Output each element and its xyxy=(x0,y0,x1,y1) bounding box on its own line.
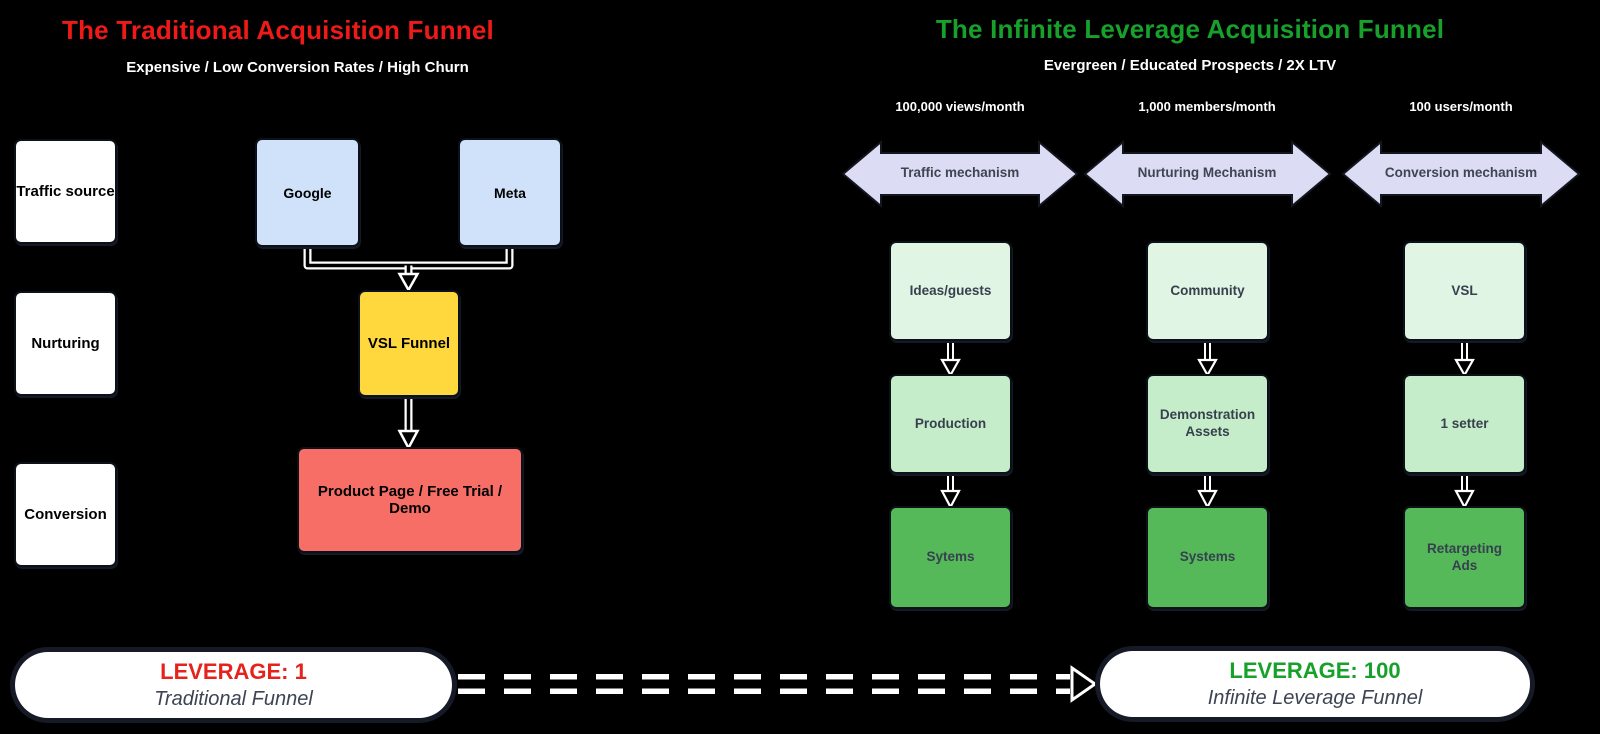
box-label: Sytems xyxy=(926,549,975,565)
stage-box-conversion: Conversion xyxy=(14,462,117,567)
box-vsl: VSL xyxy=(1403,241,1526,341)
traditional-funnel-title: The Traditional Acquisition Funnel xyxy=(62,15,494,45)
dashed-arrow-traditional-to-infinite xyxy=(458,665,1098,703)
traditional-funnel-subtitle: Expensive / Low Conversion Rates / High … xyxy=(126,59,469,76)
box-label: Demonstration Assets xyxy=(1159,407,1256,439)
box-label: Community xyxy=(1170,282,1245,298)
infinite-funnel-subtitle: Evergreen / Educated Prospects / 2X LTV xyxy=(1043,57,1337,74)
leverage-100-subtitle: Infinite Leverage Funnel xyxy=(1207,687,1423,709)
stat-users-per-month: 100 users/month xyxy=(1409,99,1513,114)
box-sytems: Sytems xyxy=(889,506,1012,609)
box-production: Production xyxy=(889,374,1012,474)
mechanism-label-nurturing: Nurturing Mechanism xyxy=(1137,165,1277,180)
arrowhead-into-product xyxy=(397,429,420,451)
meta-box: Meta xyxy=(458,138,562,247)
box-ideas-guests: Ideas/guests xyxy=(889,241,1012,341)
box-systems: Systems xyxy=(1146,506,1269,609)
vsl-funnel-box: VSL Funnel xyxy=(358,290,460,397)
mechanism-label-traffic: Traffic mechanism xyxy=(900,165,1020,180)
leverage-100-title: LEVERAGE: 100 xyxy=(1229,658,1401,683)
box-label: Ideas/guests xyxy=(909,282,992,298)
product-page-label: Product Page / Free Trial / Demo xyxy=(317,483,503,517)
box-label: 1 setter xyxy=(1440,415,1489,431)
box-community: Community xyxy=(1146,241,1269,341)
stage-label: Nurturing xyxy=(31,335,100,352)
box-label: VSL xyxy=(1451,282,1478,298)
box-label: Production xyxy=(914,415,987,431)
stat-members-per-month: 1,000 members/month xyxy=(1138,99,1276,114)
stage-label: Traffic source xyxy=(16,183,115,200)
stage-label: Conversion xyxy=(24,506,107,523)
box-1-setter: 1 setter xyxy=(1403,374,1526,474)
box-retargeting-ads: Retargeting Ads xyxy=(1403,506,1526,609)
stat-views-per-month: 100,000 views/month xyxy=(895,99,1025,114)
leverage-100-pill: LEVERAGE: 100 Infinite Leverage Funnel xyxy=(1100,651,1530,717)
box-demonstration-assets: Demonstration Assets xyxy=(1146,374,1269,474)
google-box: Google xyxy=(255,138,360,247)
product-page-box: Product Page / Free Trial / Demo xyxy=(297,447,523,553)
vsl-funnel-label: VSL Funnel xyxy=(367,335,451,352)
box-label: Systems xyxy=(1179,549,1236,565)
mechanism-label-conversion: Conversion mechanism xyxy=(1384,165,1538,180)
connector-sources-to-vsl xyxy=(303,246,514,293)
leverage-1-title: LEVERAGE: 1 xyxy=(160,659,307,684)
meta-label: Meta xyxy=(494,184,526,201)
google-label: Google xyxy=(283,184,332,201)
stage-box-nurturing: Nurturing xyxy=(14,291,117,396)
dashed-arrowhead xyxy=(1070,665,1098,703)
stage-box-traffic-source: Traffic source xyxy=(14,139,117,244)
leverage-1-pill: LEVERAGE: 1 Traditional Funnel xyxy=(15,652,452,718)
box-label: Retargeting Ads xyxy=(1426,540,1502,573)
leverage-1-subtitle: Traditional Funnel xyxy=(154,688,313,710)
connector-vsl-to-product xyxy=(397,398,420,451)
infinite-funnel-title: The Infinite Leverage Acquisition Funnel xyxy=(935,14,1445,44)
arrowhead-into-vsl xyxy=(397,272,420,293)
